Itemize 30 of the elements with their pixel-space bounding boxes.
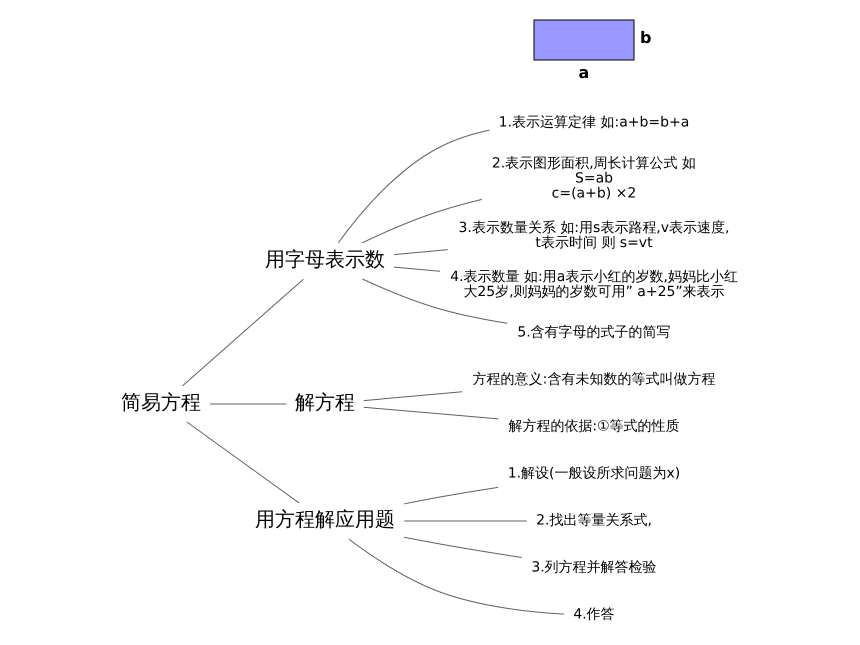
node-text: 方程的意义:含有未知数的等式叫做方程 — [472, 372, 716, 388]
connector — [394, 266, 440, 272]
connector — [186, 422, 300, 504]
node-text: 2.找出等量关系式, — [536, 512, 652, 529]
node-text: 5.含有字母的式子的简写 — [517, 324, 671, 341]
node-text: 2.表示图形面积,周长计算公式 如 S=ab c=(a+b) ×2 — [492, 156, 696, 202]
node-label: a — [578, 62, 590, 82]
node-text: 用方程解应用题 — [255, 507, 395, 531]
node-text: 解方程的依据:①等式的性质 — [508, 418, 680, 435]
node-text: 1.表示运算定律 如:a+b=b+a — [498, 114, 690, 131]
node-text: 4.作答 — [573, 606, 615, 623]
node-text: 解方程 — [295, 390, 355, 414]
node-text: 用字母表示数 — [265, 247, 385, 271]
node-text: 简易方程 — [121, 390, 201, 414]
connector — [404, 520, 528, 522]
connector — [338, 130, 490, 244]
connector — [361, 198, 482, 244]
node-text: 3.列方程并解答检验 — [531, 560, 657, 576]
connector — [362, 278, 508, 324]
connector — [363, 391, 463, 402]
node-text: 4.表示数量 如:用a表示小红的岁数,妈妈比小红大25岁,则妈妈的岁数可用” a+25”来表示 — [450, 269, 738, 300]
connector — [394, 249, 448, 256]
connector — [404, 486, 499, 504]
node-text: 1.解设(一般设所求问题为x) — [508, 466, 680, 482]
connector — [348, 538, 565, 615]
node-label: b — [640, 28, 652, 47]
connector — [404, 536, 522, 558]
connector — [363, 406, 499, 420]
connector — [182, 278, 304, 386]
node-text: 3.表示数量关系 如:用s表示路程,v表示速度,t表示时间 则 s=vt — [458, 220, 730, 252]
